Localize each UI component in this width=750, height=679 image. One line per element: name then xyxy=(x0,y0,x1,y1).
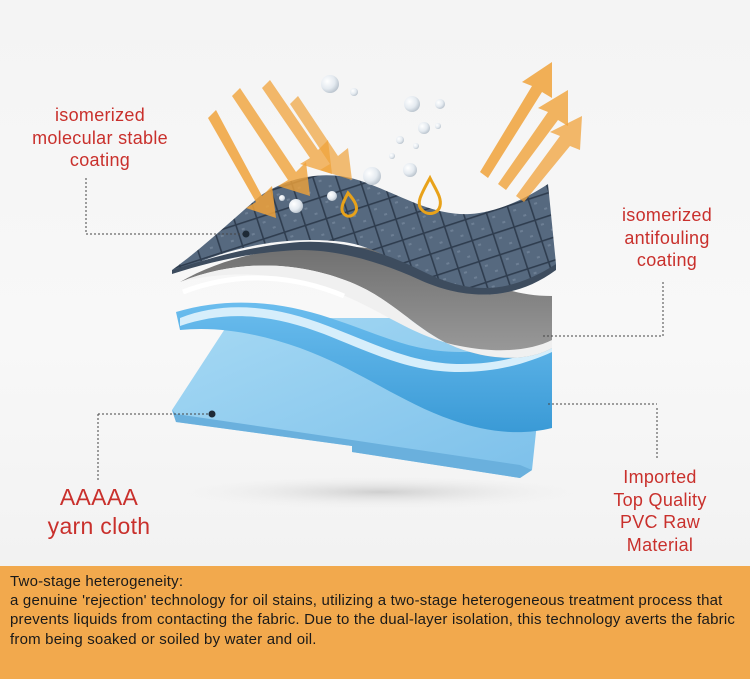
pvc-material-label: Imported Top Quality PVC Raw Material xyxy=(596,466,724,556)
label-line: yarn cloth xyxy=(47,513,151,540)
water-droplets xyxy=(279,75,445,213)
label-line: Material xyxy=(626,534,694,555)
product-illustration-area: isomerized molecular stable coating isom… xyxy=(0,0,750,566)
floor-shadow xyxy=(160,474,600,510)
label-line: Top Quality xyxy=(613,489,707,510)
label-line: Imported xyxy=(623,467,697,487)
description-body: a genuine 'rejection' technology for oil… xyxy=(10,592,736,648)
oil-droplets xyxy=(340,174,442,218)
label-line: coating xyxy=(69,150,131,170)
antifouling-coating-label: isomerized antifouling coating xyxy=(597,204,737,272)
fabric-layers-illustration xyxy=(85,62,664,510)
label-line: isomerized xyxy=(621,205,713,225)
label-line: PVC Raw xyxy=(619,512,701,532)
label-line: antifouling xyxy=(624,227,710,248)
outgoing-arrows xyxy=(480,62,582,202)
description-heading: Two-stage heterogeneity: xyxy=(10,573,184,590)
incoming-arrows xyxy=(208,80,352,218)
label-line: isomerized xyxy=(54,105,146,125)
label-line: AAAAA xyxy=(59,484,139,510)
yarn-cloth-label: AAAAA yarn cloth xyxy=(20,483,178,542)
leader-dots xyxy=(208,230,250,418)
description-band: Two-stage heterogeneity: a genuine 'reje… xyxy=(0,566,750,679)
label-line: coating xyxy=(636,250,698,270)
blue-wave-layer xyxy=(176,302,552,433)
leader-lines xyxy=(85,178,664,480)
label-line: molecular stable xyxy=(32,127,168,148)
molecular-coating-label: isomerized molecular stable coating xyxy=(10,104,190,172)
